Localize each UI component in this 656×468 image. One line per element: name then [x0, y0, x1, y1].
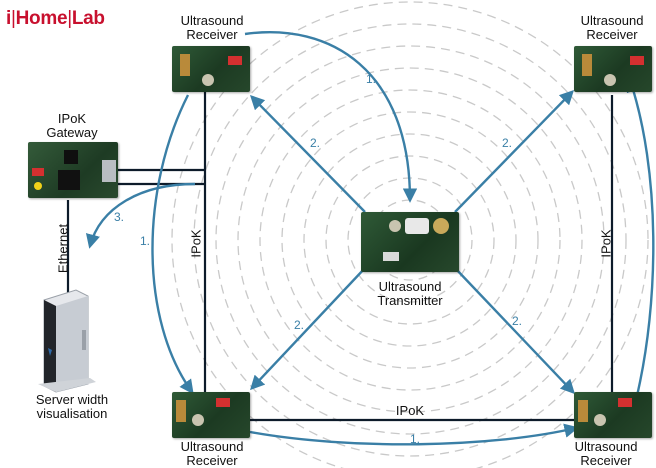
- gateway-label: IPoK Gateway: [46, 111, 98, 140]
- step-label-gateway-return: 3.: [114, 210, 125, 224]
- transmitter-board: [361, 212, 459, 272]
- ihomelab-logo: i|Home|Lab: [6, 8, 105, 29]
- step-label-diag-tr: 2.: [502, 136, 513, 150]
- arrow-diag-tr: [454, 89, 575, 213]
- receiver-bottom-left-board: [172, 392, 250, 438]
- receiver-top-right-label: Ultrasound Receiver: [580, 13, 644, 42]
- ipok-bottom-label: IPoK: [395, 403, 425, 418]
- arrow-diag-bl: [250, 267, 366, 391]
- signal-arrows: [85, 31, 655, 446]
- ipok-right-label: IPoK: [598, 229, 614, 258]
- arrow-right-arc: [626, 77, 655, 401]
- step-label-diag-br: 2.: [512, 314, 523, 328]
- arrow-gateway-return: [85, 182, 196, 249]
- arrow-left-arc: [151, 94, 194, 395]
- receiver-bottom-right-label: Ultrasound Receiver: [574, 439, 638, 468]
- ultrasound-wave-rings: [171, 1, 649, 468]
- step-label-diag-bl: 2.: [294, 318, 305, 332]
- step-label-bottom-arc: 1.: [410, 432, 421, 446]
- step-label-diag-tl: 2.: [310, 136, 321, 150]
- transmitter-label: Ultrasound Transmitter: [377, 279, 443, 308]
- receiver-bottom-right-board: [574, 392, 652, 438]
- step-label-left-arc: 1.: [140, 234, 151, 248]
- gateway-board: [28, 142, 118, 198]
- arrow-diag-tl: [249, 94, 366, 213]
- ipok-left-label: IPoK: [188, 229, 204, 258]
- arrow-top-arc: [244, 31, 418, 203]
- receiver-top-right-board: [574, 46, 652, 92]
- step-label-top-arc: 1.: [366, 72, 377, 86]
- server-tower: [38, 289, 96, 393]
- receiver-bottom-left-label: Ultrasound Receiver: [180, 439, 244, 468]
- arrow-bottom-arc: [249, 423, 579, 446]
- server-label: Server width visualisation: [35, 392, 109, 421]
- receiver-top-left-label: Ultrasound Receiver: [180, 13, 244, 42]
- receiver-top-left-board: [172, 46, 250, 92]
- ethernet-label: Ethernet: [55, 223, 71, 274]
- arrow-diag-br: [454, 267, 575, 395]
